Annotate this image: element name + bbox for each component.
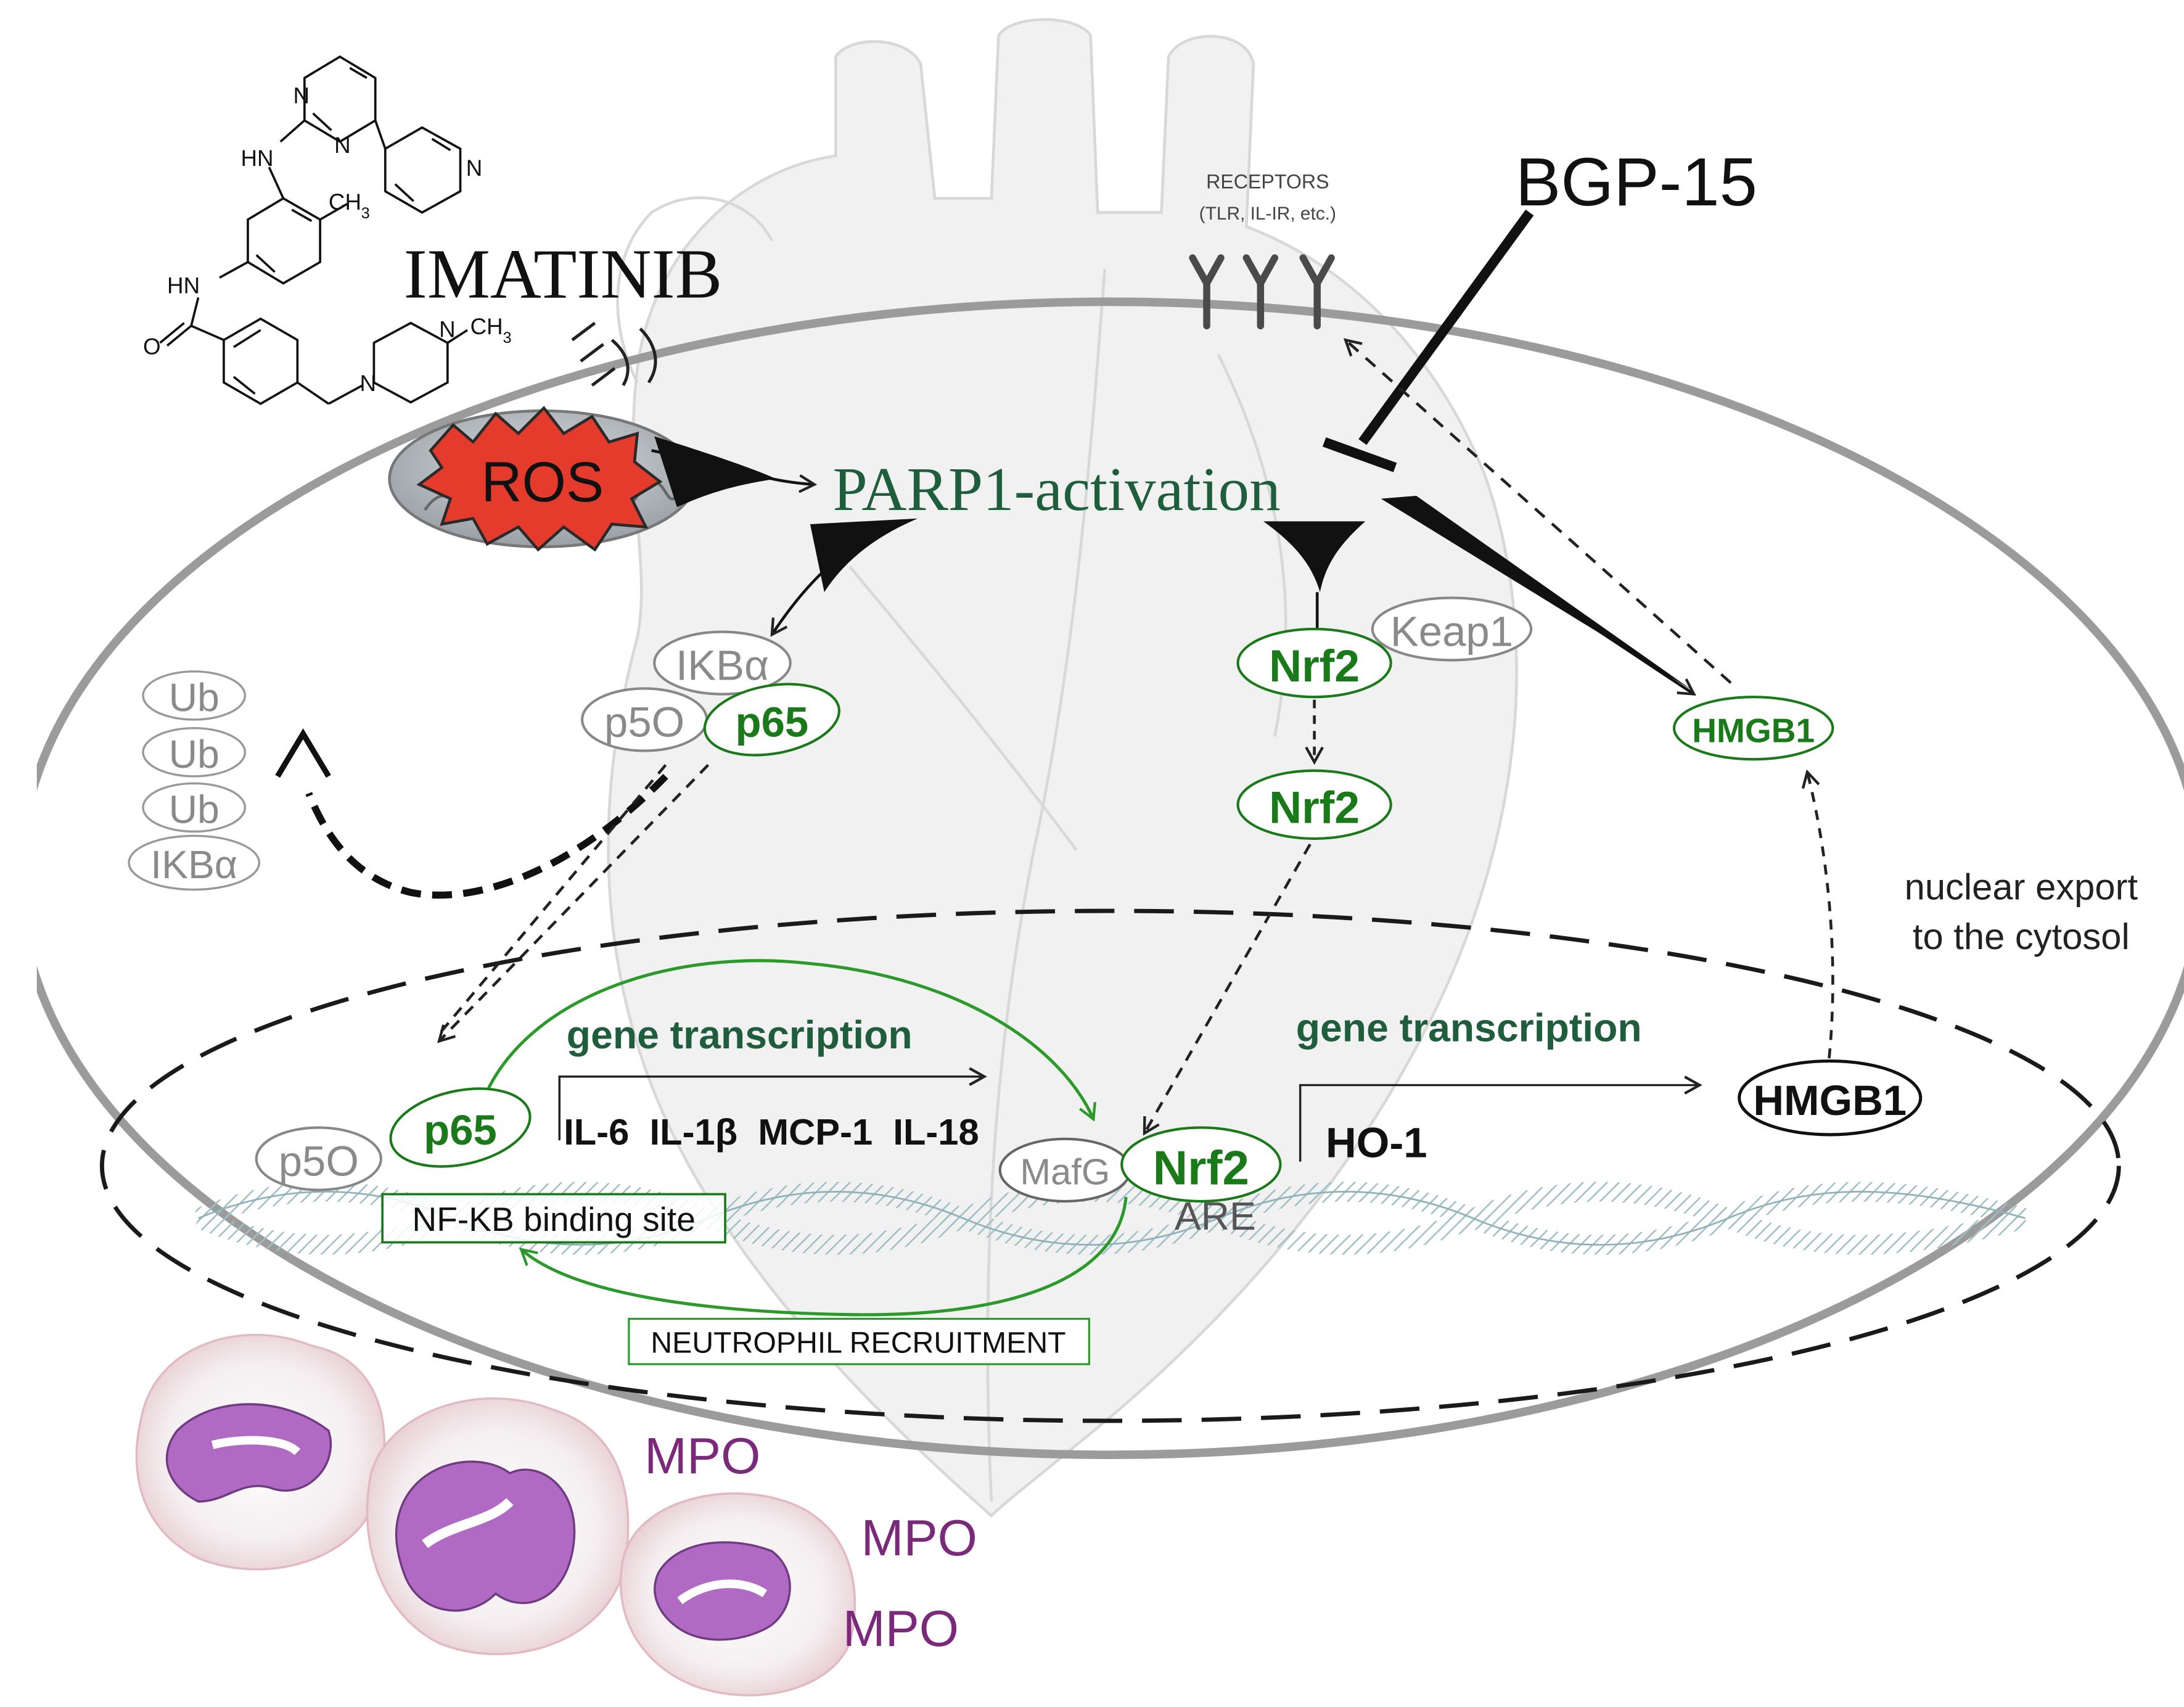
are-label: ARE [1175, 1194, 1256, 1238]
ikba-complex: IKBα p5O p65 [581, 630, 840, 757]
svg-text:Nrf2: Nrf2 [1269, 782, 1360, 833]
svg-text:HMGB1: HMGB1 [1692, 712, 1815, 750]
hmgb1-nucleus: HMGB1 [1738, 1059, 1923, 1137]
gene-transcription-right: gene transcription [1296, 1005, 1642, 1050]
atom-methyl-ring-sub: 3 [361, 205, 370, 222]
bgp15-label: BGP-15 [1516, 144, 1757, 220]
mitochondrion: ROS [388, 406, 697, 552]
ros-label: ROS [481, 451, 604, 514]
heart-background [607, 18, 1518, 1518]
mpo-label-1: MPO [644, 1427, 760, 1484]
arrow-p65-to-nucleus [437, 763, 710, 1043]
hmgb1-cytosol: HMGB1 [1673, 696, 1834, 761]
ikba-node [653, 630, 792, 696]
ros-burst [416, 406, 663, 552]
export-note-line1: nuclear export [1905, 866, 2138, 908]
arrow-hmgb1-export [1801, 769, 1834, 1077]
neutrophil-2 [366, 1397, 630, 1655]
receptors-subtitle: (TLR, IL-IR, etc.) [1199, 204, 1336, 224]
arrow-parp1-to-ikba [770, 518, 918, 637]
arrow-nrf2-to-nucleus [1143, 843, 1312, 1136]
svg-text:p5O: p5O [604, 698, 684, 746]
svg-text:p65: p65 [735, 698, 808, 746]
cytokine-genes: IL-6 IL-1β MCP-1 IL-18 [564, 1111, 979, 1153]
keap1-node [1371, 596, 1533, 662]
arrow-ikba-degradation [275, 728, 668, 899]
nrf2-nucleus-node [1120, 1126, 1282, 1203]
svg-text:p65: p65 [424, 1106, 497, 1154]
arrow-gene-transcription-left [558, 1067, 987, 1141]
neutrophil-1 [135, 1333, 386, 1571]
atom-n-pyridine: N [466, 155, 483, 181]
svg-text:NEUTROPHIL RECRUITMENT: NEUTROPHIL RECRUITMENT [651, 1327, 1065, 1360]
mpo-labels: MPO MPO MPO [644, 1427, 977, 1657]
mpo-label-3: MPO [843, 1600, 959, 1657]
svg-text:HMGB1: HMGB1 [1753, 1077, 1907, 1124]
atom-n-pyrimidine: N [334, 133, 351, 158]
nrf2-bound-node [1236, 627, 1392, 699]
keap1-nrf2-complex: Keap1 Nrf2 [1236, 596, 1533, 699]
receptor-icons [1189, 254, 1335, 330]
svg-text:Nrf2: Nrf2 [1269, 640, 1360, 691]
svg-text:p5O: p5O [279, 1138, 359, 1185]
bgp15-inhibition [1322, 209, 1534, 472]
gene-transcription-left: gene transcription [567, 1013, 913, 1057]
atom-n-piperazine-a: N [359, 371, 376, 396]
nfkb-complex-nucleus: p5O p65 [255, 1087, 532, 1191]
svg-text:Keap1: Keap1 [1390, 607, 1513, 655]
svg-text:Ub: Ub [169, 788, 220, 832]
atom-methyl-piperazine-sub: 3 [503, 329, 511, 347]
imatinib-structure [159, 55, 469, 405]
imatinib-atoms: N N HN N CH 3 HN O N N CH 3 [143, 83, 511, 396]
svg-text:IKBα: IKBα [150, 842, 237, 887]
svg-text:NF-KB binding site: NF-KB binding site [412, 1200, 695, 1238]
imatinib-label: IMATINIB [404, 234, 723, 313]
ho1-label: HO-1 [1326, 1119, 1427, 1167]
svg-text:Ub: Ub [169, 675, 220, 720]
nfkb-binding-site: NF-KB binding site [381, 1193, 726, 1244]
receptors-title: RECEPTORS [1206, 171, 1329, 193]
mafg-nrf2-complex: MafG Nrf2 ARE [998, 1126, 1282, 1238]
svg-text:IKBα: IKBα [676, 642, 769, 689]
neutrophil-recruitment-box: NEUTROPHIL RECRUITMENT [628, 1317, 1091, 1365]
export-note-line2: to the cytosol [1913, 916, 2130, 957]
atom-hn-amide: HN [167, 273, 200, 298]
mpo-label-2: MPO [861, 1509, 977, 1566]
svg-text:Ub: Ub [169, 732, 220, 776]
nrf2-free: Nrf2 [1236, 769, 1392, 840]
cell-membrane [36, 297, 2184, 1459]
nucleus-envelope [99, 908, 2121, 1423]
atom-n-piperazine-b: N [439, 317, 456, 342]
arrow-p65-to-are [487, 959, 1096, 1122]
imatinib-binding-marks [571, 321, 657, 387]
ubiquitin-stack: Ub Ub Ub IKBα [128, 670, 261, 891]
neutrophil-3 [620, 1492, 856, 1697]
arrow-ros-to-parp1 [651, 436, 818, 508]
p65-node [703, 683, 840, 757]
svg-text:MafG: MafG [1020, 1151, 1110, 1192]
svg-text:Nrf2: Nrf2 [1153, 1140, 1249, 1195]
p65-nucleus-node [389, 1087, 532, 1168]
arrow-gene-transcription-right [1299, 1076, 1702, 1162]
atom-methyl-piperazine: CH [470, 314, 503, 339]
atom-oxygen: O [143, 334, 161, 359]
arrow-nrf2-to-nfkb [519, 1196, 1128, 1317]
arrow-hmgb1-to-receptors [1343, 338, 1732, 684]
arrow-parp1-to-hmgb1 [1381, 496, 1696, 696]
atom-n-top: N [293, 83, 310, 109]
atom-methyl-ring: CH [329, 189, 361, 215]
atom-nh-top: HN [240, 146, 273, 171]
parp1-activation-label: PARP1-activation [833, 455, 1281, 524]
p50-nucleus-node [255, 1126, 382, 1191]
